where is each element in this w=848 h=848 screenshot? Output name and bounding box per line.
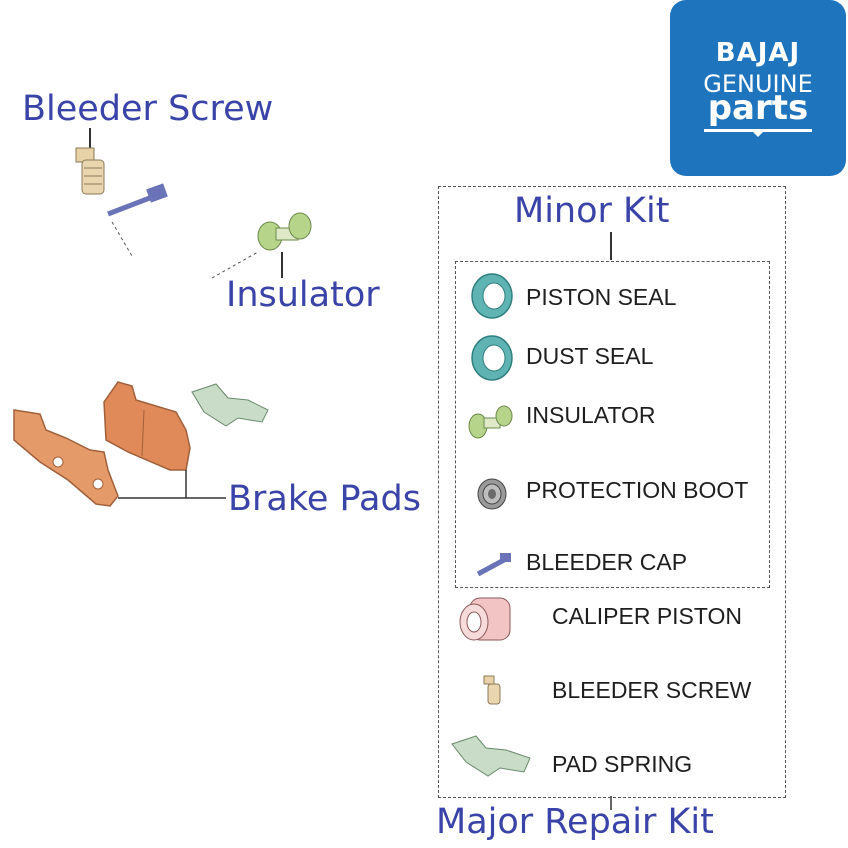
major-kit-item-pad-spring: PAD SPRING (552, 751, 693, 777)
insulator-icon (211, 212, 312, 279)
callout-brake-pads: Brake Pads (228, 479, 421, 519)
major-kit-item-caliper-piston: CALIPER PISTON (552, 603, 743, 629)
piston-seal-icon (471, 273, 513, 319)
pad-spring-icon (191, 383, 269, 427)
major-repair-kit-box (438, 186, 786, 798)
bleeder-cap-small-icon (476, 553, 511, 577)
bleeder-screw-icon (75, 147, 105, 195)
dust-seal-icon (471, 335, 513, 381)
pad-spring-small-icon (451, 735, 531, 777)
minor-kit-item-bleeder-cap: BLEEDER CAP (526, 549, 688, 575)
bajaj-genuine-parts-logo: BAJAJ GENUINE parts (670, 0, 846, 176)
minor-kit-item-insulator: INSULATOR (526, 402, 656, 428)
callout-insulator: Insulator (226, 275, 380, 315)
minor-kit-box (455, 261, 770, 588)
insulator-small-icon (468, 405, 513, 439)
logo-arrow (750, 129, 766, 137)
major-kit-item-bleeder-screw: BLEEDER SCREW (552, 677, 752, 703)
minor-kit-item-dust-seal: DUST SEAL (526, 343, 654, 369)
callout-major-repair-kit: Major Repair Kit (436, 802, 714, 842)
callout-bleeder-screw: Bleeder Screw (22, 89, 274, 129)
minor-kit-item-protection-boot: PROTECTION BOOT (526, 477, 749, 503)
caliper-piston-icon (459, 597, 511, 641)
callout-minor-kit: Minor Kit (514, 191, 670, 231)
bleeder-cap-icon (107, 183, 168, 257)
logo-line3: parts (707, 88, 809, 128)
protection-boot-icon (477, 478, 507, 510)
logo-brand: BAJAJ (715, 38, 801, 68)
minor-kit-item-piston-seal: PISTON SEAL (526, 284, 677, 310)
logo-line2: GENUINE (703, 70, 813, 98)
bleeder-screw-small-icon (483, 675, 501, 705)
brake-pad-front-icon (13, 409, 119, 507)
brake-pad-rear-icon (103, 381, 191, 471)
